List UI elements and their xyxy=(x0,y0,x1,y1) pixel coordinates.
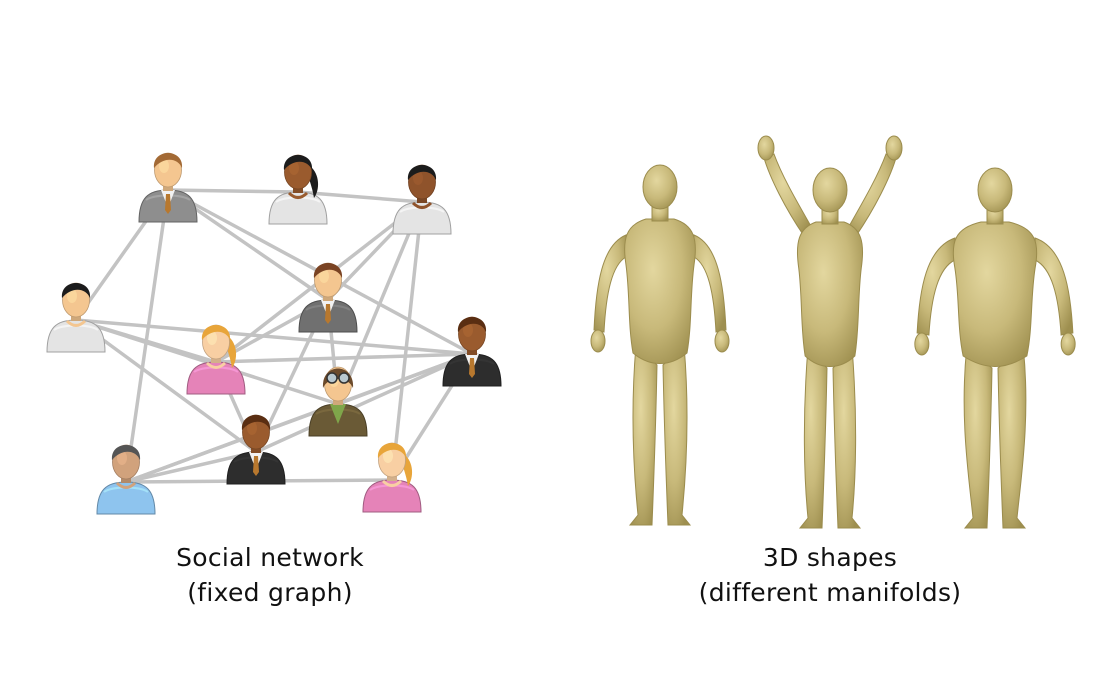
caption-3d-shapes: 3D shapes (different manifolds) xyxy=(640,540,1020,610)
graph-edge xyxy=(74,318,340,406)
person-icon xyxy=(46,282,106,353)
3d-human-shapes xyxy=(590,135,1076,529)
graph-edge xyxy=(336,200,424,406)
graph-edge xyxy=(254,352,474,454)
graph-edge xyxy=(74,318,258,454)
graph-nodes xyxy=(46,152,502,515)
graph-edge xyxy=(124,352,474,484)
caption-3d-shapes-title: 3D shapes xyxy=(762,543,898,572)
graph-edge xyxy=(296,190,424,204)
person-icon xyxy=(392,164,452,235)
person-icon xyxy=(362,442,422,513)
person-icon xyxy=(298,262,358,333)
person-icon xyxy=(138,152,198,223)
person-icon xyxy=(226,414,286,485)
graph-edge xyxy=(166,188,300,194)
graph-edge xyxy=(390,200,424,482)
human-body-shape xyxy=(914,167,1076,529)
person-icon xyxy=(442,316,502,387)
caption-social-network-title: Social network xyxy=(176,543,364,572)
human-body-shape xyxy=(590,164,730,526)
person-icon xyxy=(268,154,328,225)
person-icon xyxy=(186,324,246,395)
caption-3d-shapes-subtitle: (different manifolds) xyxy=(698,578,962,607)
graph-edge xyxy=(124,188,170,484)
person-icon xyxy=(96,444,156,515)
caption-social-network: Social network (fixed graph) xyxy=(120,540,420,610)
social-network-graph xyxy=(46,152,502,515)
caption-social-network-subtitle: (fixed graph) xyxy=(187,578,353,607)
graph-edge xyxy=(214,352,474,364)
person-icon xyxy=(308,366,368,437)
human-body-shape xyxy=(757,135,903,529)
graph-edge xyxy=(74,318,474,356)
graph-edge xyxy=(124,450,258,484)
